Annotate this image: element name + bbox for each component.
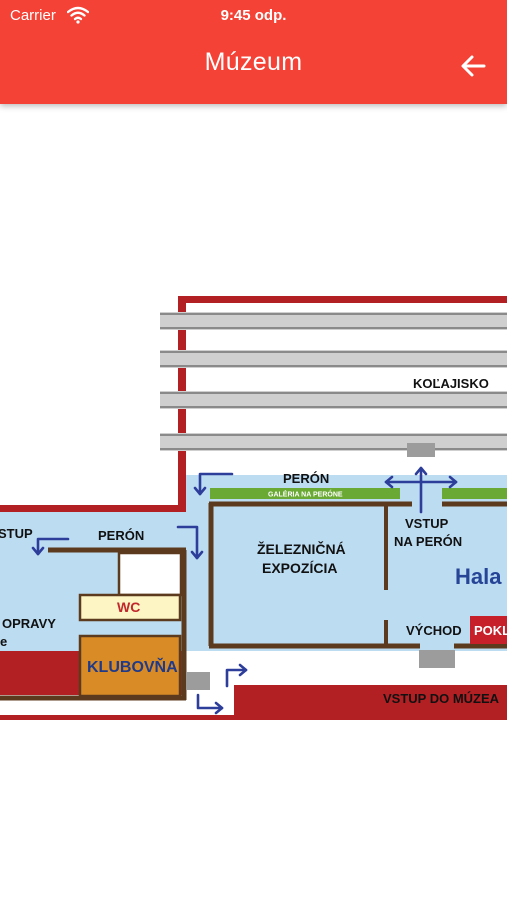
klubovna-room xyxy=(78,634,182,698)
vychod-label: VÝCHOD xyxy=(406,623,462,638)
opravy-label: OPRAVY xyxy=(2,616,56,631)
gallery-strip xyxy=(210,488,400,499)
expozicia-label: EXPOZÍCIA xyxy=(262,560,337,576)
peron-left-label: PERÓN xyxy=(98,528,144,543)
carrier-label: Carrier xyxy=(10,7,56,24)
page-title: Múzeum xyxy=(204,48,303,76)
interior-partitions xyxy=(0,501,507,701)
track xyxy=(160,350,507,368)
gallery-strip-right xyxy=(442,488,507,499)
opravy-e-label: e xyxy=(0,634,7,649)
peron-top-label: PERÓN xyxy=(283,471,329,486)
wc-label: WC xyxy=(117,599,140,615)
status-bar: Carrier 9:45 odp. xyxy=(0,0,507,32)
wifi-icon xyxy=(67,6,89,24)
arrow-icon xyxy=(225,663,248,688)
track xyxy=(160,312,507,330)
vstup-na-peron-label-2: NA PERÓN xyxy=(394,534,462,549)
track xyxy=(160,433,507,451)
track xyxy=(160,391,507,409)
pokl-label: POKL xyxy=(474,623,507,638)
direction-arrows xyxy=(31,466,458,715)
zeleznicna-label: ŽELEZNIČNÁ xyxy=(257,540,346,557)
wc-room xyxy=(78,593,182,622)
museum-floor-plan: KOĽAJISKO PERÓN GALÉRIA NA PERÓNE STUP P… xyxy=(0,296,507,720)
gate-marker xyxy=(407,443,435,457)
storage-room xyxy=(117,551,183,597)
arrow-icon xyxy=(196,693,224,715)
kolajisko-label: KOĽAJISKO xyxy=(413,376,489,391)
status-time: 9:45 odp. xyxy=(220,7,287,24)
door-marker xyxy=(186,672,210,690)
vstup-na-peron-label-1: VSTUP xyxy=(405,516,449,531)
bottom-corridor xyxy=(186,651,507,685)
arrow-icon xyxy=(193,472,234,496)
app-bar: Carrier 9:45 odp. Múzeum xyxy=(0,0,507,104)
arrow-left-icon[interactable] xyxy=(454,48,494,84)
door-marker xyxy=(419,650,455,668)
pokladna-box xyxy=(470,616,507,644)
vstup-do-muzea-label: VSTUP DO MÚZEA xyxy=(383,691,500,706)
railway-tracks xyxy=(160,312,507,451)
klubovna-label: KLUBOVŇA xyxy=(87,657,178,676)
arrow-icon xyxy=(31,537,70,556)
hala-label: Hala xyxy=(455,564,502,589)
arrow-icon xyxy=(176,525,204,560)
vstup-left-label: STUP xyxy=(0,526,33,541)
cross-arrow-icon xyxy=(384,466,458,514)
galeria-label: GALÉRIA NA PERÓNE xyxy=(268,490,343,499)
